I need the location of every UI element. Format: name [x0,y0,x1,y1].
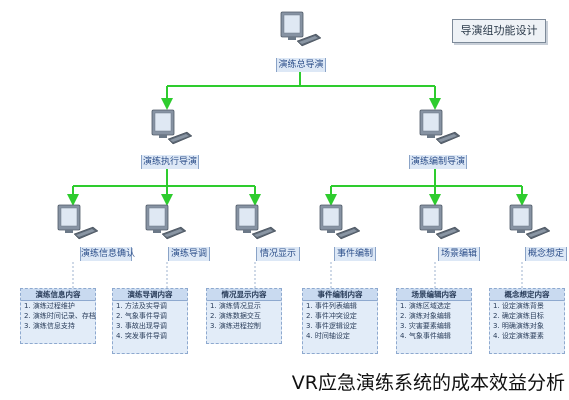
content-line: 3. 灾害要素编辑 [400,322,451,330]
content-box-l2: 演练导调内容 1. 方法及实导调 2. 气象事件导调 3. 事故出现导调 4. … [112,288,188,354]
computer-icon [57,204,99,240]
content-box-r2: 场景编辑内容 1. 演练区域选定 2. 演练对象编辑 3. 灾害要素编辑 4. … [396,288,472,354]
content-line: 2. 演练时间记录、存档 [24,312,96,320]
node-r2-label: 场景编辑 [438,247,480,261]
connector-right [325,168,528,206]
content-line: 1. 事件列表编辑 [306,302,357,310]
content-box-header: 概念想定内容 [490,289,564,301]
content-line: 1. 设定演练背景 [493,302,544,310]
content-line: 3. 明确演练对象 [493,322,544,330]
computer-icon [235,204,277,240]
content-line: 1. 方法及实导调 [116,302,167,310]
content-box-header: 情况显示内容 [207,289,281,301]
computer-icon [151,109,193,145]
node-root-label: 演练总导演 [276,58,326,72]
content-line: 1. 演练区域选定 [400,302,451,310]
content-line: 2. 演练对象编辑 [400,312,451,320]
computer-icon [280,11,322,47]
content-line: 2. 事件冲突设定 [306,312,357,320]
content-line: 1. 演练过程维护 [24,302,75,310]
content-box-header: 事件编制内容 [303,289,377,301]
content-line: 4. 时间轴设定 [306,332,350,340]
content-box-header: 演练信息内容 [21,289,95,301]
node-r3-label: 概念想定 [525,247,567,261]
computer-icon [509,204,551,240]
content-box-header: 场景编辑内容 [397,289,471,301]
node-r1-label: 事件编制 [334,247,376,261]
content-box-l1: 演练信息内容 1. 演练过程维护 2. 演练时间记录、存档 3. 演练信息支持 [20,288,96,344]
content-line: 4. 设定演练要素 [493,332,544,340]
content-line: 2. 确定演练目标 [493,312,544,320]
content-line: 4. 突发事件导调 [116,332,167,340]
content-box-r3: 概念想定内容 1. 设定演练背景 2. 确定演练目标 3. 明确演练对象 4. … [489,288,565,354]
content-box-l3: 情况显示内容 1. 演练情况显示 2. 演练数据交互 3. 演练进程控制 [206,288,282,344]
computer-icon [419,109,461,145]
content-line: 2. 气象事件导调 [116,312,167,320]
content-line: 3. 演练进程控制 [210,322,261,330]
node-left-mid-label: 演练执行导演 [141,155,199,169]
computer-icon [419,204,461,240]
computer-icon [145,204,187,240]
connector-root [161,72,441,110]
diagram-title: 导演组功能设计 [452,19,546,43]
node-right-mid-label: 演练编制导演 [409,155,467,169]
content-box-r1: 事件编制内容 1. 事件列表编辑 2. 事件冲突设定 3. 事件逻辑设定 4. … [302,288,378,354]
computer-icon [319,204,361,240]
content-line: 3. 演练信息支持 [24,322,75,330]
content-line: 1. 演练情况显示 [210,302,261,310]
box-drop-lines [72,262,523,288]
caption: VR应急演练系统的成本效益分析 [180,368,565,398]
content-line: 3. 事件逻辑设定 [306,322,357,330]
content-line: 3. 事故出现导调 [116,322,167,330]
content-line: 2. 演练数据交互 [210,312,261,320]
connector-left [67,168,261,206]
node-l2-label: 演练导调 [168,247,210,261]
content-box-header: 演练导调内容 [113,289,187,301]
node-l3-label: 情况显示 [256,247,300,261]
node-l1-label: 演练信息确认 [80,247,136,261]
content-line: 4. 气象事件编辑 [400,332,451,340]
